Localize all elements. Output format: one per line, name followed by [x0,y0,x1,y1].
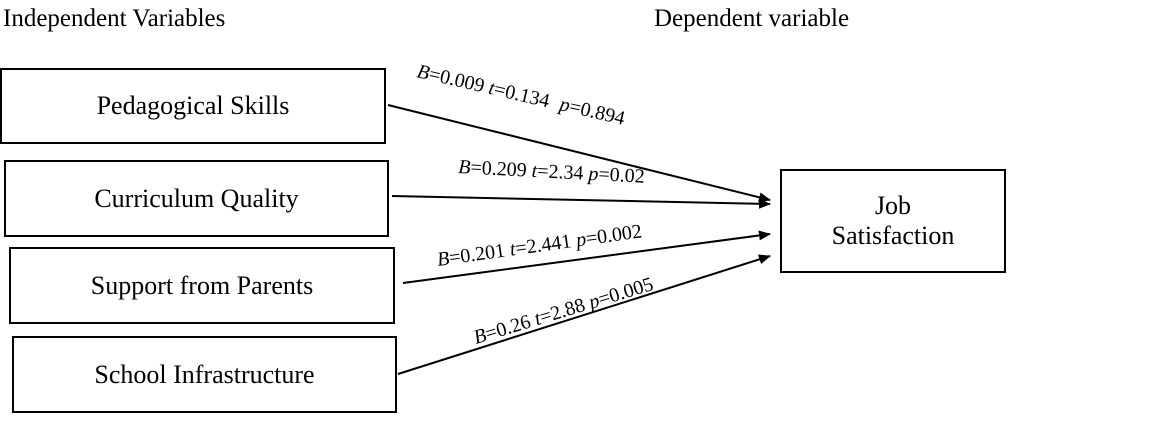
path-arrow-pedagogical-skills [387,104,771,203]
outcome-label-line1: Job [874,191,912,221]
path-stats-school-infrastructure: B=0.26 t=2.88 p=0.005 [471,273,656,349]
predictor-box-support-from-parents: Support from Parents [9,247,395,324]
dependent-variable-header: Dependent variable [654,5,850,32]
path-stats-curriculum-quality: B=0.209 t=2.34 p=0.02 [458,156,646,188]
predictor-label: Pedagogical Skills [96,91,290,121]
path-arrow-school-infrastructure [397,254,771,375]
predictor-label: Curriculum Quality [94,183,299,213]
path-stats-support-from-parents: B=0.201 t=2.441 p=0.002 [436,220,644,271]
predictor-box-pedagogical-skills: Pedagogical Skills [0,68,386,144]
path-arrow-curriculum-quality [391,195,771,209]
predictor-label: Support from Parents [90,270,314,300]
predictor-box-curriculum-quality: Curriculum Quality [4,160,389,237]
outcome-label-line2: Satisfaction [831,221,955,250]
outcome-box-job-satisfaction: Job Satisfaction [780,169,1006,273]
path-arrow-support-from-parents [402,230,771,284]
predictor-label: School Infrastructure [94,359,315,389]
predictor-box-school-infrastructure: School Infrastructure [12,336,397,413]
independent-variables-header: Independent Variables [3,5,226,32]
